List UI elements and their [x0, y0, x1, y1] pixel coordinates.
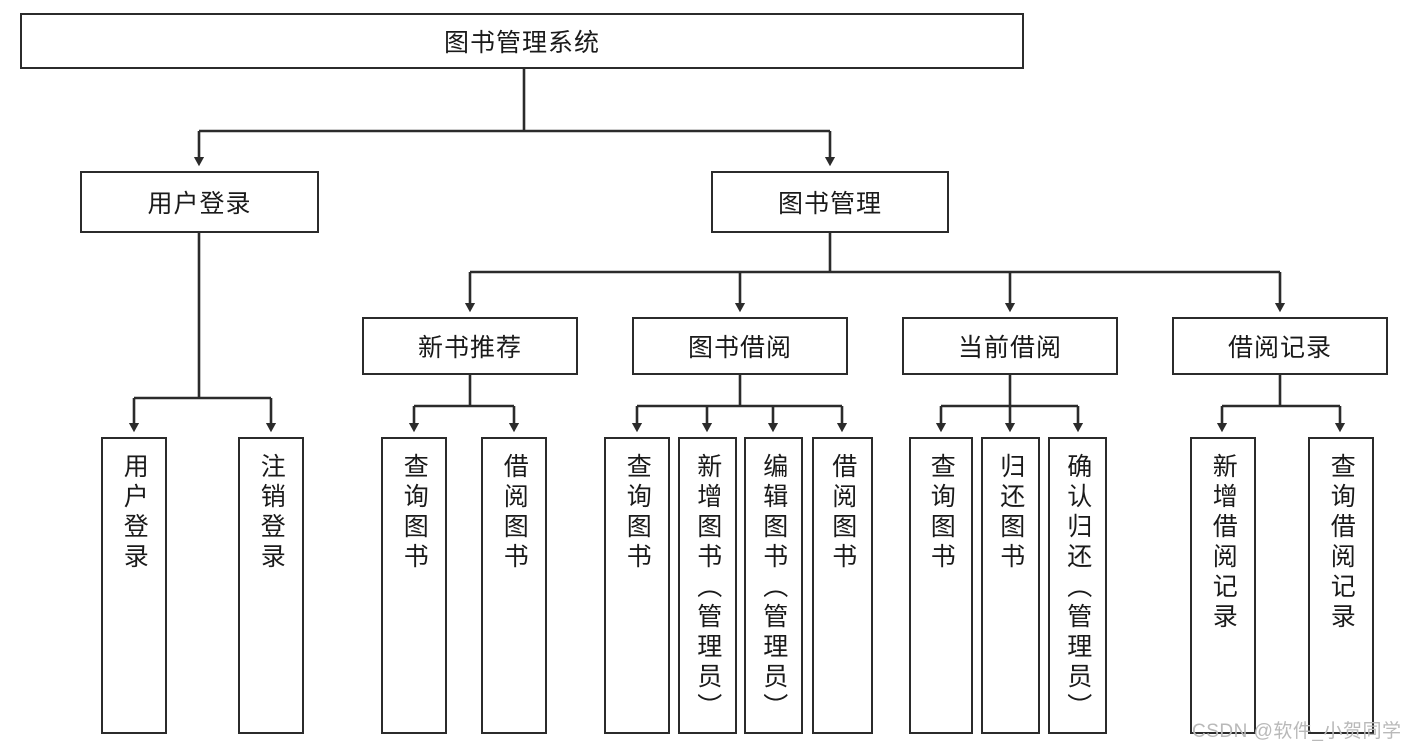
node-label: 用户登录 [120, 453, 149, 573]
node-borrow-record[interactable]: 借阅记录 [1172, 317, 1388, 375]
node-book-management-system[interactable]: 图书管理系统 [20, 13, 1024, 69]
node-label: 确认归还（管理员） [1063, 453, 1092, 723]
node-label: 新增借阅记录 [1209, 453, 1238, 633]
node-label: 查询图书 [927, 453, 956, 573]
node-new-book-recommend[interactable]: 新书推荐 [362, 317, 578, 375]
node-leaf-query-record[interactable]: 查询借阅记录 [1308, 437, 1374, 734]
node-book-management[interactable]: 图书管理 [711, 171, 949, 233]
node-leaf-user-login[interactable]: 用户登录 [101, 437, 167, 734]
node-label: 借阅图书 [828, 453, 857, 573]
node-leaf-logout[interactable]: 注销登录 [238, 437, 304, 734]
node-user-login[interactable]: 用户登录 [80, 171, 319, 233]
node-label: 查询图书 [623, 453, 652, 573]
node-book-borrow[interactable]: 图书借阅 [632, 317, 848, 375]
node-label: 图书管理 [777, 190, 882, 218]
node-leaf-edit-book[interactable]: 编辑图书（管理员） [744, 437, 803, 734]
node-leaf-borrow-book-1[interactable]: 借阅图书 [481, 437, 547, 734]
node-label: 新书推荐 [417, 334, 522, 362]
node-label: 新增图书（管理员） [693, 453, 722, 723]
node-label: 注销登录 [257, 453, 286, 573]
node-label: 用户登录 [147, 190, 252, 218]
node-leaf-confirm-return[interactable]: 确认归还（管理员） [1048, 437, 1107, 734]
node-leaf-query-book-1[interactable]: 查询图书 [381, 437, 447, 734]
node-label: 当前借阅 [957, 334, 1062, 362]
node-label: 借阅记录 [1227, 334, 1332, 362]
node-label: 图书借阅 [687, 334, 792, 362]
node-leaf-return-book[interactable]: 归还图书 [981, 437, 1040, 734]
node-leaf-add-book[interactable]: 新增图书（管理员） [678, 437, 737, 734]
node-leaf-query-book-2[interactable]: 查询图书 [604, 437, 670, 734]
node-current-borrow[interactable]: 当前借阅 [902, 317, 1118, 375]
node-leaf-add-record[interactable]: 新增借阅记录 [1190, 437, 1256, 734]
node-leaf-borrow-book-2[interactable]: 借阅图书 [812, 437, 873, 734]
node-label: 归还图书 [996, 453, 1025, 573]
node-label: 图书管理系统 [443, 29, 600, 57]
csdn-watermark: CSDN @软件_小贺同学 [1192, 721, 1402, 742]
node-leaf-query-book-3[interactable]: 查询图书 [909, 437, 973, 734]
node-label: 查询借阅记录 [1327, 453, 1356, 633]
node-label: 编辑图书（管理员） [759, 453, 788, 723]
node-label: 借阅图书 [500, 453, 529, 573]
node-label: 查询图书 [400, 453, 429, 573]
